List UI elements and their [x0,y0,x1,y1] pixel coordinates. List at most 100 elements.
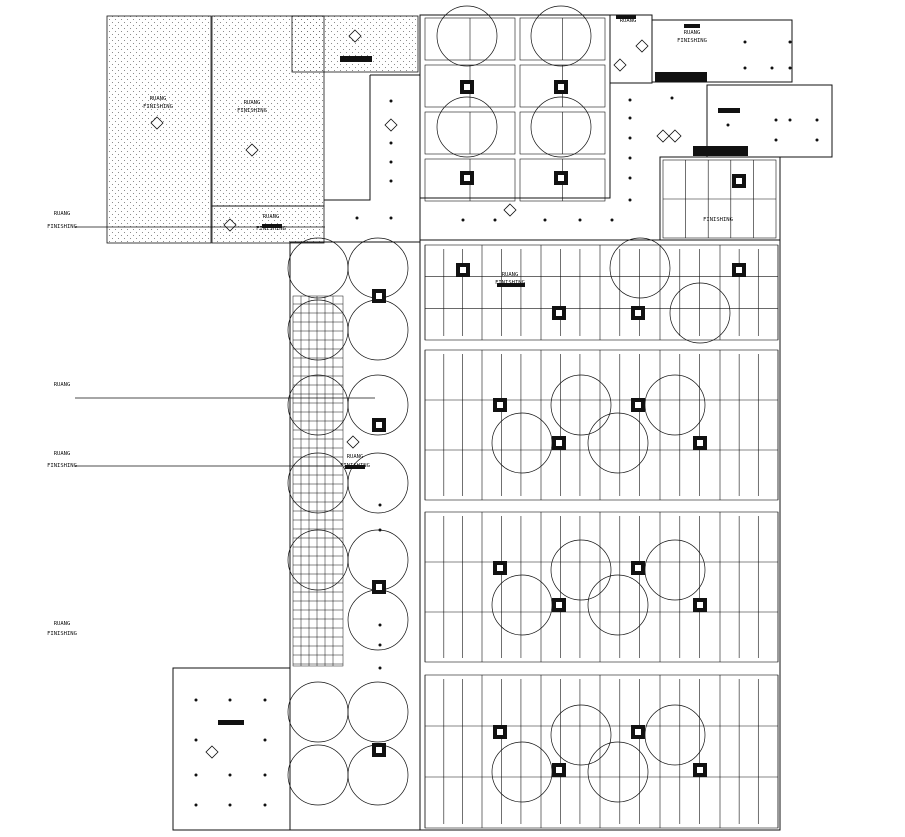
downlight-dot [378,528,382,532]
diamond-tag-icon [245,143,259,157]
ceiling-band [424,511,779,663]
downlight-dot [670,96,674,100]
room-tag-6: RUANG [54,382,71,388]
light-fixture-core [556,767,562,773]
downlight-dot [378,503,382,507]
finishing-tag-icon [340,56,372,62]
ceiling-grid-main [424,159,779,829]
ceiling-band [424,674,779,829]
downlight-dot [194,698,198,702]
downlight-dot [263,803,267,807]
svg-text:FINISHING: FINISHING [47,463,77,469]
sprinkler-circle-icon [644,704,706,766]
sprinkler-circle-icon [587,574,649,636]
svg-text:RUANG: RUANG [54,621,71,627]
sprinkler-circle-icon [550,374,612,436]
leader-lines [75,226,375,467]
downlight-dot [389,216,393,220]
light-fixture-core [736,178,742,184]
room-dotted-left [106,15,419,244]
light-fixture-core [376,747,382,753]
downlight-dot [389,179,393,183]
downlight-dot [788,66,792,70]
light-fixture-core [697,767,703,773]
downlight-dot [194,773,198,777]
svg-text:FINISHING: FINISHING [703,217,733,223]
light-fixture-core [464,84,470,90]
downlight-dot [578,218,582,222]
svg-text:FINISHING: FINISHING [237,108,267,114]
light-fixture-core [635,729,641,735]
diamond-tag-icon [346,435,360,449]
downlight-dot [263,773,267,777]
sprinkler-circle-icon [347,681,409,743]
finishing-tag-icon [616,15,636,19]
room-tag-8: RUANG FINISHING [47,621,77,637]
sprinkler-circle-icon [644,539,706,601]
downlight-dot [389,160,393,164]
sprinkler-circle-icon [287,237,349,299]
finishing-tag-icon [345,465,365,469]
svg-text:FINISHING: FINISHING [143,104,173,110]
downlight-dot [461,218,465,222]
downlight-dot [770,66,774,70]
sprinkler-circle-icon [287,744,349,806]
light-fixture-core [558,175,564,181]
downlight-dot [355,216,359,220]
sprinkler-circle-icon [287,452,349,514]
downlight-dot [774,118,778,122]
downlight-dot [378,623,382,627]
downlight-dot [263,698,267,702]
downlight-dot [628,116,632,120]
sprinkler-circle-icon [347,589,409,651]
light-fixture-core [556,602,562,608]
room-tag-2: RUANG FINISHING [237,100,267,114]
svg-text:FINISHING: FINISHING [47,224,77,230]
light-fixture-core [697,440,703,446]
light-fixture-core [497,402,503,408]
downlight-dot [788,40,792,44]
sprinkler-circle-icon [550,704,612,766]
downlight-dot [378,643,382,647]
downlight-dot [774,138,778,142]
light-fixture-core [635,402,641,408]
finishing-tag-icon [655,72,707,82]
sprinkler-circle-icon [347,299,409,361]
downlight-dot [628,98,632,102]
downlight-dot [194,803,198,807]
downlight-dots [194,40,819,807]
downlight-dot [228,803,232,807]
ceiling-band [424,349,779,501]
downlight-dot [743,40,747,44]
sprinkler-circle-icon [644,374,706,436]
diamond-tag-icon [348,29,362,43]
diamond-tag-icon [503,203,517,217]
sprinkler-circle-icon [287,374,349,436]
ceiling-band [424,244,779,341]
svg-text:RUANG: RUANG [502,272,519,278]
ceiling-grid-corridor [292,295,344,667]
sprinkler-circle-icon [436,96,498,158]
sprinkler-circle-icon [587,412,649,474]
finishing-tag-icon [218,720,244,725]
diamond-tag-icon [635,39,649,53]
light-fixture-core [376,422,382,428]
sprinkler-circle-icon [491,412,553,474]
downlight-dot [628,176,632,180]
downlight-dot [788,118,792,122]
svg-text:RUANG: RUANG [54,211,71,217]
sprinkler-circle-icon [609,237,671,299]
diamond-tag-icon [223,218,237,232]
room-tag-7: RUANG FINISHING [47,451,77,469]
light-fixture-core [635,310,641,316]
svg-text:FINISHING: FINISHING [256,226,286,232]
svg-text:RUANG: RUANG [347,454,364,460]
svg-text:RUANG: RUANG [54,451,71,457]
sprinkler-circle-icon [287,299,349,361]
diamond-tag-icon [150,116,164,130]
diamond-tag-icon [668,129,682,143]
svg-text:RUANG: RUANG [620,18,637,24]
room-tag-12: FINISHING [703,217,733,223]
downlight-dot [378,666,382,670]
corridor-grid [292,295,344,667]
